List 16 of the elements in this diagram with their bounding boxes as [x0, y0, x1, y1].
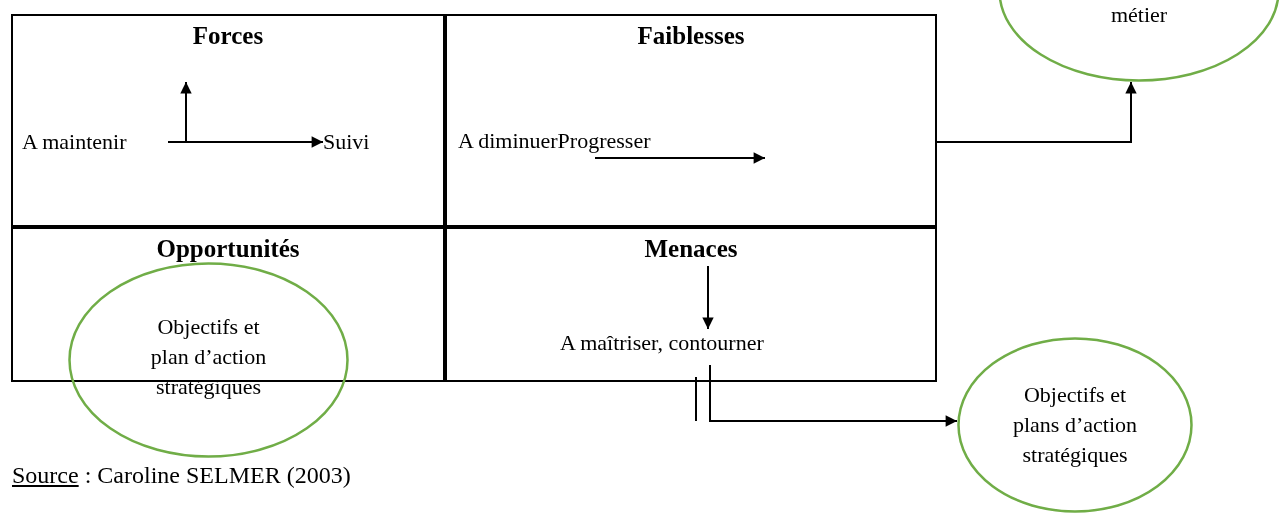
- source-caption: Source : Caroline SELMER (2003): [12, 462, 351, 489]
- ellipse-text: Objectifs et plan d’action stratégiques: [149, 313, 268, 401]
- cell-text: A maintenir: [22, 129, 127, 154]
- cell-text: A diminuerProgresser: [458, 128, 651, 153]
- cell-heading: Menaces: [644, 235, 738, 263]
- cell-heading: Faiblesses: [637, 22, 745, 50]
- cell-text: Suivi: [323, 129, 370, 154]
- cell-text: A maîtriser, contourner: [560, 330, 764, 355]
- ellipse-text: métier: [1109, 1, 1169, 29]
- cell-heading: Forces: [192, 22, 264, 50]
- table-cell: [11, 227, 445, 382]
- cell-heading: Opportunités: [156, 235, 300, 263]
- ellipse-text: Objectifs et plans d’action stratégiques: [1012, 381, 1138, 469]
- table-cell: [445, 227, 937, 382]
- table-cell: [11, 14, 445, 227]
- table-cell: [445, 14, 937, 227]
